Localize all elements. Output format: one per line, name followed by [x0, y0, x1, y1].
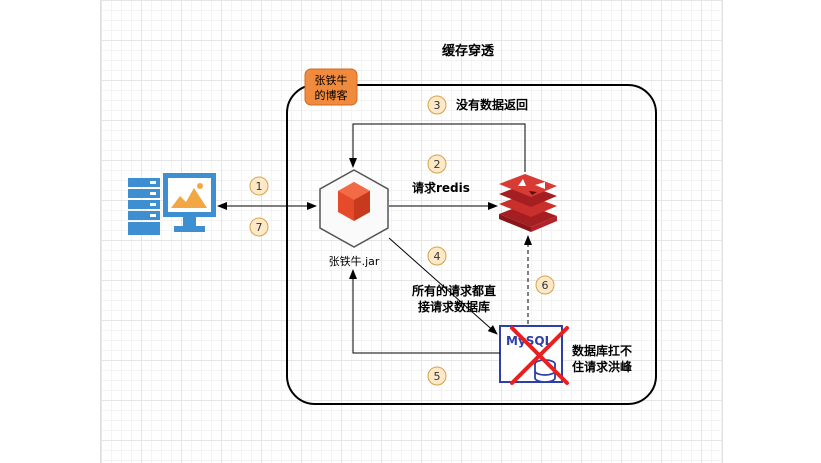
- step-badge-7: 7: [249, 217, 269, 237]
- watermark-line-2: 的博客: [315, 88, 348, 102]
- app-jar-icon: [319, 169, 389, 248]
- edge-mysql-app: [349, 269, 500, 354]
- svg-text:5: 5: [434, 370, 441, 383]
- system-boundary: [286, 84, 657, 405]
- step-badge-6: 6: [535, 275, 555, 295]
- edge-app-mysql: [388, 237, 498, 335]
- svg-text:2: 2: [434, 158, 441, 171]
- watermark-badge: 张铁牛 的博客: [304, 68, 358, 106]
- step-badge-3: 3: [427, 95, 447, 115]
- direct-db-label-line-2: 接请求数据库: [418, 299, 490, 314]
- failure-cross-icon: [510, 326, 569, 385]
- step-badge-2: 2: [427, 154, 447, 174]
- db-fail-label-line-1: 数据库扛不: [572, 343, 632, 358]
- edge-redis-app: [349, 123, 526, 172]
- mysql-icon: MySQL: [499, 325, 563, 383]
- grid-canvas: [100, 0, 723, 463]
- svg-text:7: 7: [256, 221, 263, 234]
- step-badge-5: 5: [427, 366, 447, 386]
- step-badge-1: 1: [249, 176, 269, 196]
- no-data-label: 没有数据返回: [456, 97, 528, 112]
- watermark-line-1: 张铁牛: [315, 73, 348, 87]
- svg-text:6: 6: [542, 279, 549, 292]
- diagram-title: 缓存穿透: [442, 43, 494, 59]
- redis-request-label: 请求redis: [412, 180, 470, 195]
- step-badge-4: 4: [427, 246, 447, 266]
- client-computer-icon: [128, 173, 216, 235]
- mysql-text: MySQL: [506, 334, 553, 348]
- svg-text:1: 1: [256, 180, 263, 193]
- app-label: 张铁牛.jar: [329, 254, 380, 268]
- db-fail-label-line-2: 住请求洪峰: [572, 359, 633, 374]
- redis-icon: [499, 174, 557, 232]
- svg-text:4: 4: [434, 250, 441, 263]
- svg-text:3: 3: [434, 99, 441, 112]
- direct-db-label-line-1: 所有的请求都直: [412, 283, 496, 298]
